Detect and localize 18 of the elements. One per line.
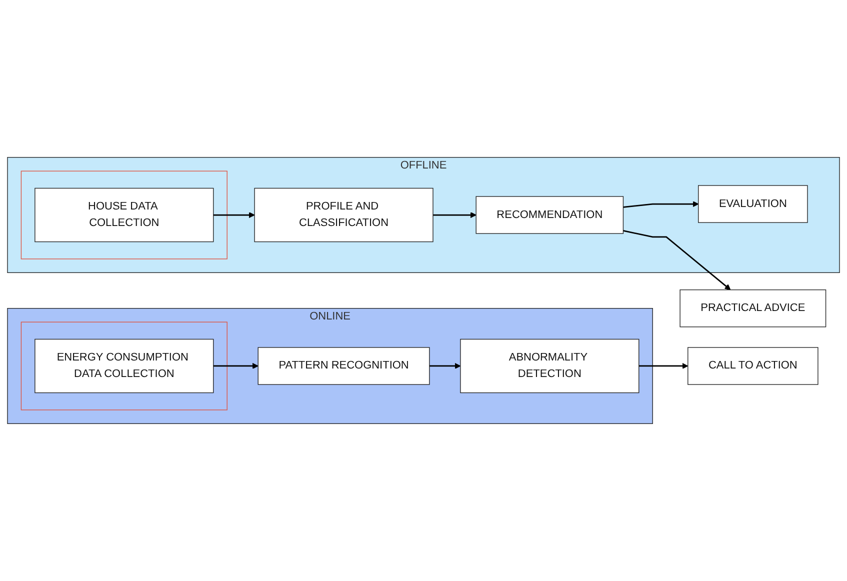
arrow [623, 230, 731, 290]
node-box: RECOMMENDATION [476, 196, 624, 234]
cluster [20, 322, 228, 410]
node-box: CALL TO ACTION [688, 347, 818, 385]
arrow [638, 362, 688, 369]
node-box: PRACTICAL ADVICE [680, 289, 826, 328]
arrow [429, 362, 461, 369]
node-box: ENERGY CONSUMPTION DATA COLLECTION [34, 338, 214, 394]
node-box: PROFILE AND CLASSIFICATION [254, 188, 434, 242]
cluster [20, 170, 228, 260]
node-box: EVALUATION [698, 185, 808, 223]
arrow [433, 212, 476, 218]
node-box: PATTERN RECOGNITION [258, 347, 430, 385]
arrow [213, 212, 255, 218]
arrow [623, 201, 699, 208]
node-box: ABNORMALITY DETECTION [460, 338, 640, 394]
node-box: HOUSE DATA COLLECTION [34, 188, 214, 242]
arrow [213, 362, 258, 369]
